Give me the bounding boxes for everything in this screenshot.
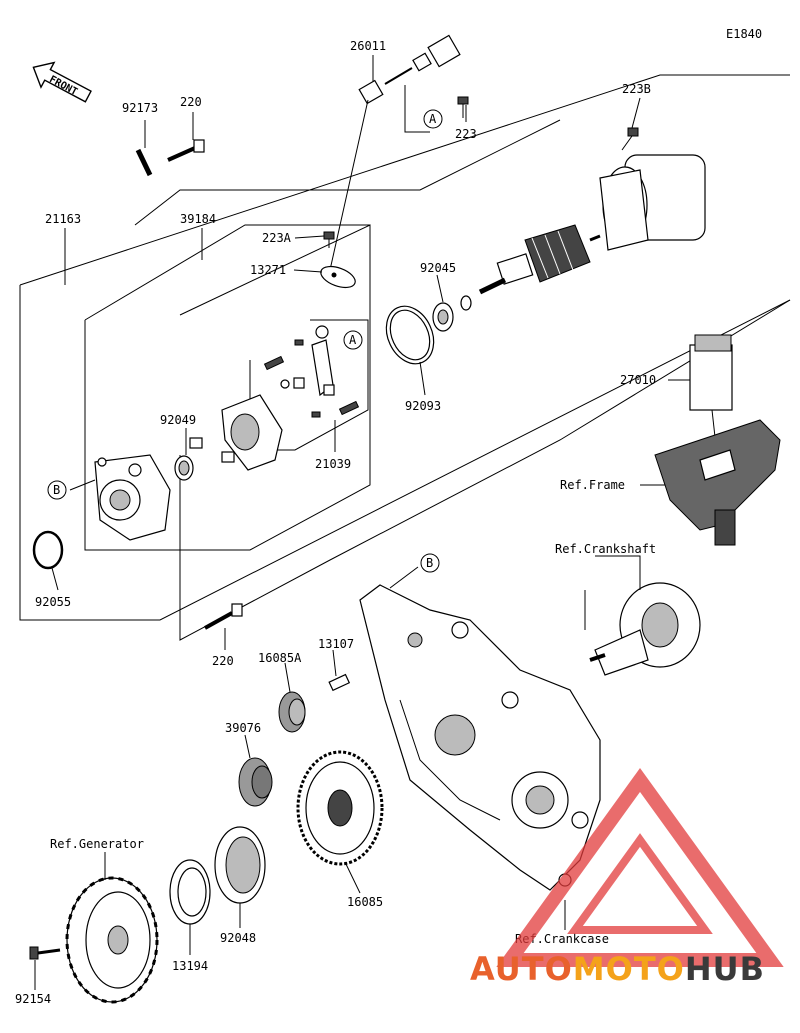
pin-92173 (135, 148, 153, 177)
watermark-logo (496, 768, 784, 967)
label-21039: 21039 (315, 457, 351, 471)
frame-ref (654, 419, 781, 546)
generator-rotor-ref (65, 876, 159, 1004)
label-13194: 13194 (172, 959, 208, 973)
label-92154: 92154 (15, 992, 51, 1006)
label-223A: 223A (262, 231, 292, 245)
crankcase-ref (359, 584, 601, 891)
svg-text:AUTOMOTOHUB: AUTOMOTOHUB (470, 950, 765, 988)
shaft-13107 (328, 673, 351, 692)
callout-a-top: A (423, 109, 443, 129)
svg-text:A: A (349, 333, 357, 347)
label-39076: 39076 (225, 721, 261, 735)
label-ref-crankcase: Ref.Crankcase (515, 932, 609, 946)
label-16085A: 16085A (258, 651, 302, 665)
starter-cable-26011 (329, 34, 461, 271)
starter-relay-27010 (689, 334, 733, 501)
crankshaft-ref (589, 582, 701, 676)
label-26011: 26011 (350, 39, 386, 53)
svg-text:A: A (429, 112, 437, 126)
label-16085: 16085 (347, 895, 383, 909)
o-ring-92055 (32, 530, 64, 570)
bolt-92154 (29, 946, 61, 960)
watermark-moto: MOTO (573, 950, 685, 988)
leader-lines (34, 55, 690, 990)
watermark-auto: AUTO (470, 950, 573, 988)
gear-39076 (238, 757, 273, 807)
label-ref-frame: Ref.Frame (560, 478, 625, 492)
screw-223A (323, 231, 335, 248)
label-92093: 92093 (405, 399, 441, 413)
one-way-clutch-13194 (169, 859, 211, 925)
watermark-hub: HUB (685, 950, 765, 988)
bracket-13271 (320, 265, 356, 289)
bolt-220-bottom (204, 603, 243, 630)
diagram-code: E1840 (726, 27, 762, 41)
label-92049: 92049 (160, 413, 196, 427)
label-220-bottom: 220 (212, 654, 234, 668)
label-92055: 92055 (35, 595, 71, 609)
armature (478, 224, 601, 295)
watermark-triangle-icon (496, 768, 784, 967)
callout-b-crankcase: B (420, 553, 440, 573)
circlip (460, 295, 472, 311)
bolt-223B (621, 127, 639, 151)
bolt-220-top (167, 139, 205, 162)
label-223B: 223B (622, 82, 651, 96)
svg-text:B: B (426, 556, 433, 570)
starter-motor (599, 154, 706, 251)
idle-gear-16085A (278, 691, 306, 733)
brush-holder-21039 (263, 325, 360, 418)
front-arrow-icon: FRONT (32, 61, 92, 103)
housing-21163 (94, 454, 171, 541)
label-21163: 21163 (45, 212, 81, 226)
bearing-92045 (432, 302, 454, 332)
label-92045: 92045 (420, 261, 456, 275)
bolt-223 (457, 96, 469, 118)
callout-a-mid: A (343, 330, 363, 350)
oil-seal-92049 (174, 455, 194, 481)
svg-text:B: B (53, 483, 60, 497)
label-92173: 92173 (122, 101, 158, 115)
starter-clutch-gear-16085 (296, 750, 384, 866)
assembly-frame-lines (19, 74, 791, 641)
bearing-92048 (214, 826, 266, 904)
label-13271: 13271 (250, 263, 286, 277)
label-ref-generator: Ref.Generator (50, 837, 144, 851)
callout-b-left: B (47, 480, 67, 500)
label-27010: 27010 (620, 373, 656, 387)
label-223: 223 (455, 127, 477, 141)
label-220-top: 220 (180, 95, 202, 109)
label-ref-crankshaft: Ref.Crankshaft (555, 542, 656, 556)
label-13107: 13107 (318, 637, 354, 651)
label-39184: 39184 (180, 212, 216, 226)
o-ring-92093 (385, 305, 435, 365)
starter-cover (189, 394, 283, 471)
label-92048: 92048 (220, 931, 256, 945)
